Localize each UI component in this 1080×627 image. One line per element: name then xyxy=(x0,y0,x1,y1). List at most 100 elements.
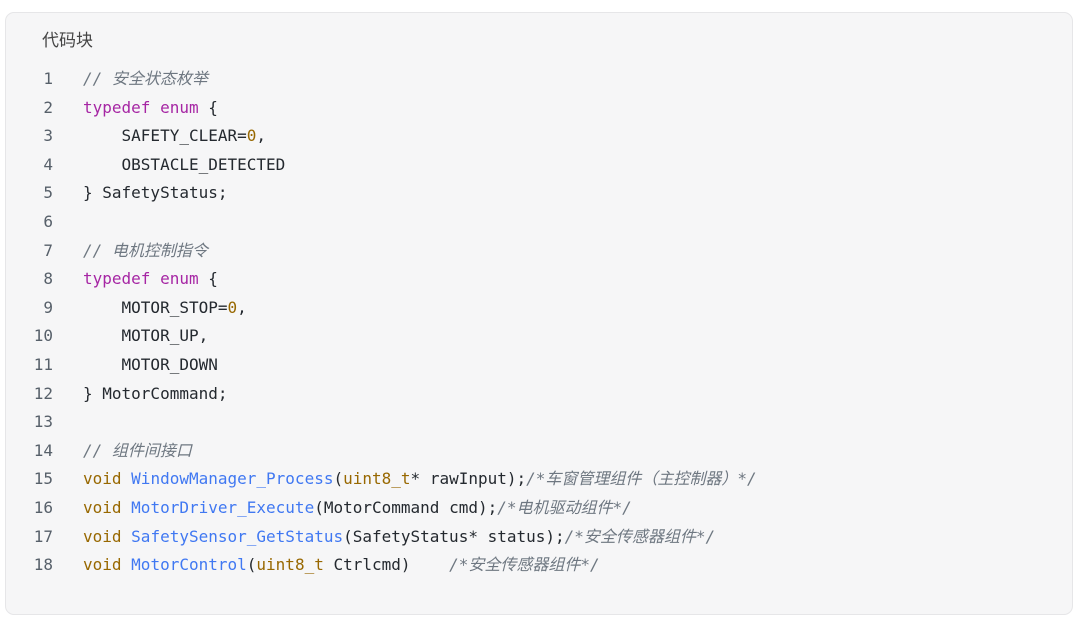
code-token-number: 0 xyxy=(227,297,238,317)
code-token-type: uint8_t xyxy=(256,555,324,575)
code-token-plain: MOTOR_DOWN xyxy=(83,354,218,374)
code-token-keyword: typedef xyxy=(83,269,151,289)
code-token-plain: ( xyxy=(333,469,344,489)
line-code: void MotorDriver_Execute(MotorCommand cm… xyxy=(83,494,632,523)
code-token-plain: (SafetyStatus* status); xyxy=(343,526,565,546)
line-number: 5 xyxy=(43,183,53,203)
code-token-func: MotorDriver_Execute xyxy=(131,497,315,517)
code-line: 7 // 电机控制指令 xyxy=(6,237,1072,266)
code-token-plain xyxy=(150,98,160,117)
line-number: 9 xyxy=(43,297,53,317)
line-number: 10 xyxy=(33,326,53,346)
code-line: 11 MOTOR_DOWN xyxy=(6,351,1072,380)
code-token-comment: // 电机控制指令 xyxy=(83,240,208,260)
line-number: 12 xyxy=(33,383,53,403)
line-code: } SafetyStatus; xyxy=(83,179,228,208)
line-number: 18 xyxy=(33,555,53,575)
line-code: SAFETY_CLEAR=0, xyxy=(83,122,267,151)
code-token-plain xyxy=(122,527,132,546)
line-number: 17 xyxy=(33,526,53,546)
line-number: 2 xyxy=(43,97,53,117)
code-line: 6 xyxy=(6,208,1072,237)
code-line: 8 typedef enum { xyxy=(6,265,1072,294)
code-token-plain: Ctrlcmd) xyxy=(323,555,450,575)
line-code: } MotorCommand; xyxy=(83,380,228,409)
code-token-plain: MOTOR_STOP= xyxy=(83,297,228,317)
code-line: 2 typedef enum { xyxy=(6,94,1072,123)
code-token-type: void xyxy=(83,526,122,546)
line-code: OBSTACLE_DETECTED xyxy=(83,151,286,180)
line-number: 16 xyxy=(33,497,53,517)
code-token-plain: { xyxy=(198,269,218,289)
code-line: 18 void MotorControl(uint8_t Ctrlcmd) /*安… xyxy=(6,551,1072,580)
code-line: 12 } MotorCommand; xyxy=(6,380,1072,409)
code-token-type: void xyxy=(83,555,122,575)
code-line: 3 SAFETY_CLEAR=0, xyxy=(6,122,1072,151)
code-token-comment: /*安全传感器组件*/ xyxy=(564,526,716,546)
code-line: 4 OBSTACLE_DETECTED xyxy=(6,151,1072,180)
code-token-plain: MOTOR_UP, xyxy=(83,326,209,346)
code-token-func: MotorControl xyxy=(131,555,247,575)
code-token-plain: * rawInput); xyxy=(410,469,527,489)
code-token-plain: ( xyxy=(246,555,257,575)
line-number: 7 xyxy=(43,240,53,260)
code-token-number: 0 xyxy=(246,126,257,146)
code-token-plain: } SafetyStatus; xyxy=(83,183,228,203)
line-code: void WindowManager_Process(uint8_t* rawI… xyxy=(83,465,757,494)
code-token-type: void xyxy=(83,497,122,517)
line-number: 3 xyxy=(43,126,53,146)
code-line: 10 MOTOR_UP, xyxy=(6,322,1072,351)
code-line: 13 xyxy=(6,408,1072,437)
code-token-plain xyxy=(122,498,132,517)
line-code: // 电机控制指令 xyxy=(83,237,208,266)
code-token-type: void xyxy=(83,469,122,489)
code-token-comment: /*安全传感器组件*/ xyxy=(449,555,600,575)
line-number: 13 xyxy=(33,412,53,432)
line-code: typedef enum { xyxy=(83,265,218,294)
line-number: 4 xyxy=(43,154,53,174)
line-code: void MotorControl(uint8_t Ctrlcmd) /*安全传… xyxy=(83,551,600,580)
code-token-comment: // 组件间接口 xyxy=(83,440,192,460)
line-number: 11 xyxy=(33,354,53,374)
code-token-plain xyxy=(122,555,132,574)
code-token-keyword: enum xyxy=(160,269,199,289)
code-block-title: 代码块 xyxy=(42,31,93,51)
code-token-plain xyxy=(122,469,132,488)
code-token-comment: /*车窗管理组件（主控制器）*/ xyxy=(526,469,757,489)
code-token-plain: } MotorCommand; xyxy=(83,383,228,403)
code-token-keyword: enum xyxy=(160,97,199,117)
code-token-plain: , xyxy=(237,297,247,317)
line-code: typedef enum { xyxy=(83,94,218,123)
line-code: MOTOR_UP, xyxy=(83,322,209,351)
line-code: // 组件间接口 xyxy=(83,437,192,466)
code-token-plain: (MotorCommand cmd); xyxy=(314,497,498,517)
code-token-type: uint8_t xyxy=(343,469,411,489)
code-token-func: SafetySensor_GetStatus xyxy=(131,526,344,546)
code-line: 1 // 安全状态枚举 xyxy=(6,65,1072,94)
code-token-comment: /*电机驱动组件*/ xyxy=(497,497,632,517)
code-line: 5 } SafetyStatus; xyxy=(6,179,1072,208)
line-code: void SafetySensor_GetStatus(SafetyStatus… xyxy=(83,523,715,552)
line-number: 8 xyxy=(43,269,53,289)
line-number: 14 xyxy=(33,440,53,460)
code-token-plain: OBSTACLE_DETECTED xyxy=(83,154,286,174)
code-line: 17 void SafetySensor_GetStatus(SafetyStat… xyxy=(6,523,1072,552)
code-token-func: WindowManager_Process xyxy=(131,469,334,489)
line-number: 6 xyxy=(43,211,53,231)
code-token-plain xyxy=(150,269,160,288)
code-token-plain: { xyxy=(198,97,218,117)
line-code: // 安全状态枚举 xyxy=(83,65,208,94)
code-token-comment: // 安全状态枚举 xyxy=(83,69,208,88)
code-line: 15 void WindowManager_Process(uint8_t* ra… xyxy=(6,465,1072,494)
code-token-plain: , xyxy=(256,126,267,146)
code-token-plain: SAFETY_CLEAR= xyxy=(83,126,247,146)
line-number: 1 xyxy=(43,69,53,88)
line-code: MOTOR_DOWN xyxy=(83,351,218,380)
line-code: MOTOR_STOP=0, xyxy=(83,294,247,323)
code-line: 9 MOTOR_STOP=0, xyxy=(6,294,1072,323)
line-number: 15 xyxy=(33,469,53,489)
code-line: 16 void MotorDriver_Execute(MotorCommand … xyxy=(6,494,1072,523)
code-line: 14 // 组件间接口 xyxy=(6,437,1072,466)
